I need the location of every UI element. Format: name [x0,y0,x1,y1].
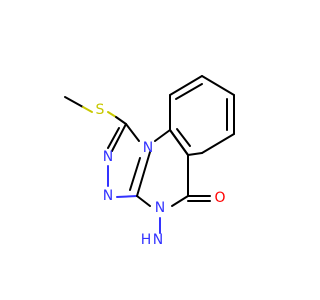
atom-amino-nitrogen: N [153,232,163,248]
atom-nitrogen-left-2: N [103,188,113,204]
bond-benz-fused-double [176,128,191,147]
bond-benz-2 [169,75,203,96]
bond-c3-n-top-inner [129,157,141,191]
atom-oxygen: O [214,190,225,206]
bond-benz-6 [187,152,203,156]
atom-sulfur: S [96,102,105,118]
bond-benz-fused [169,129,189,156]
bond-c3-n-bottom [136,195,151,207]
atom-amino-hydrogen: H [141,232,152,248]
bond-c1-n-left-double [107,127,120,149]
bond-c1-n-left [111,123,127,152]
atom-nitrogen-ring-top: N [143,140,153,156]
bond-ch3-s [64,96,84,108]
bond-n-c3 [116,195,138,198]
atom-nitrogen-bottom: N [155,200,165,216]
molecule-canvas: S N N N N H N O [64,75,235,248]
molecule-structure: S N N N N H N O [64,75,235,248]
bond-s-c1-colored [107,111,117,118]
bond-s-c1 [115,116,127,125]
bond-ch3-s-colored [82,106,93,113]
bond-benz-2-double [175,83,203,100]
bond-c3-n-top [136,151,151,197]
bond-c8a-n-top [154,129,171,142]
atom-nitrogen-left-1: N [103,149,113,165]
bond-benz-3 [201,75,235,96]
bond-n-bottom-c-carbonyl [171,195,189,207]
bond-c1-n-top [125,123,140,142]
bond-benz-5 [201,133,235,154]
